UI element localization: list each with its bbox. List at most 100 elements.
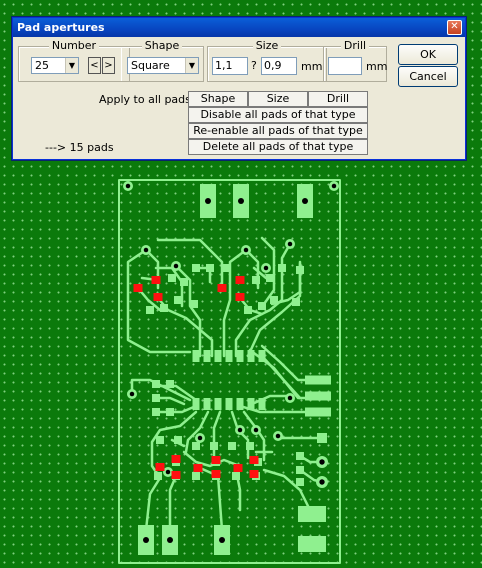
drill-hole	[263, 265, 269, 271]
selected-pad	[235, 276, 245, 284]
ic-pin	[225, 350, 233, 362]
edge-pad	[305, 375, 331, 385]
selected-pad	[249, 456, 259, 464]
apply-drill-button[interactable]: Drill	[308, 91, 368, 107]
selected-pad	[233, 464, 243, 472]
ic-pin	[236, 398, 244, 410]
previous-number-button[interactable]: <	[88, 57, 101, 74]
drill-hole	[129, 391, 135, 397]
drill-input[interactable]	[328, 57, 362, 75]
smd-pad	[266, 274, 274, 282]
size-height-input[interactable]: 0,9	[261, 57, 297, 75]
close-icon[interactable]: ✕	[447, 20, 462, 35]
disable-all-pads-button[interactable]: Disable all pads of that type	[188, 107, 368, 123]
selected-pad	[249, 470, 259, 478]
ic-pin	[225, 398, 233, 410]
smd-pad	[168, 274, 176, 282]
drill-hole	[287, 395, 293, 401]
smd-pad	[166, 408, 174, 416]
drill-label: Drill	[340, 39, 370, 52]
size-label: Size	[252, 39, 282, 52]
smd-pad	[244, 306, 252, 314]
drill-hole	[173, 263, 179, 269]
pad-count: ---> 15 pads	[45, 141, 114, 154]
selected-pad	[235, 293, 245, 301]
drill-hole	[125, 183, 131, 189]
pad-apertures-dialog: Pad apertures ✕ Number 25 ▼ < > Shape Sq…	[12, 17, 466, 160]
next-number-button[interactable]: >	[102, 57, 115, 74]
smd-pad	[296, 266, 304, 274]
pad-layer	[123, 181, 339, 555]
board-outline	[118, 179, 341, 564]
smd-pad	[206, 264, 214, 272]
ic-pin	[203, 350, 211, 362]
apply-label: Apply to all pads :	[99, 93, 199, 106]
smd-pad	[278, 264, 286, 272]
smd-pad	[292, 298, 300, 306]
smd-pad	[192, 442, 200, 450]
drill-hole	[331, 183, 337, 189]
selected-pad	[171, 471, 181, 479]
smd-pad	[252, 276, 260, 284]
chevron-down-icon[interactable]: ▼	[65, 58, 78, 73]
ic-pin	[203, 398, 211, 410]
drill-hole	[275, 433, 281, 439]
copper-tracks	[118, 179, 341, 564]
smd-pad	[258, 302, 266, 310]
smd-pad	[232, 472, 240, 480]
reenable-all-pads-button[interactable]: Re-enable all pads of that type	[188, 123, 368, 139]
drill-hole	[143, 247, 149, 253]
selected-pad	[133, 284, 143, 292]
smd-pad	[152, 394, 160, 402]
apply-shape-button[interactable]: Shape	[188, 91, 248, 107]
selected-pad	[151, 276, 161, 284]
shape-value: Square	[131, 59, 170, 72]
smd-pad	[192, 472, 200, 480]
drill-hole	[319, 459, 325, 465]
ic-pin	[247, 398, 255, 410]
chevron-down-icon[interactable]: ▼	[185, 58, 198, 73]
drill-hole	[238, 198, 244, 204]
size-group: Size	[207, 39, 327, 82]
drill-hole	[253, 427, 259, 433]
drill-unit: mm	[366, 60, 388, 73]
drill-hole	[319, 479, 325, 485]
drill-hole	[143, 537, 149, 543]
edge-pad	[298, 536, 326, 552]
cancel-button[interactable]: Cancel	[398, 66, 458, 87]
apply-size-button[interactable]: Size	[248, 91, 308, 107]
dialog-titlebar[interactable]: Pad apertures	[13, 18, 465, 37]
dialog-title: Pad apertures	[17, 21, 105, 34]
edge-pad	[305, 407, 331, 417]
ic-pin	[192, 398, 200, 410]
smd-pad	[152, 408, 160, 416]
ic-pin	[247, 350, 255, 362]
selected-pad	[211, 470, 221, 478]
number-value: 25	[35, 59, 49, 72]
ok-button[interactable]: OK	[398, 44, 458, 65]
delete-all-pads-button[interactable]: Delete all pads of that type	[188, 139, 368, 155]
smd-pad	[192, 264, 200, 272]
smd-pad	[317, 433, 327, 443]
selected-pad	[155, 463, 165, 471]
ic-pin	[214, 350, 222, 362]
smd-pad	[154, 472, 162, 480]
shape-group: Shape	[121, 39, 204, 82]
smd-pad	[152, 380, 160, 388]
shape-select[interactable]: Square ▼	[127, 57, 199, 74]
drill-hole	[197, 435, 203, 441]
number-select[interactable]: 25 ▼	[31, 57, 79, 74]
size-separator: ?	[251, 59, 257, 72]
selected-pad	[193, 464, 203, 472]
smd-pad	[210, 442, 218, 450]
size-width-input[interactable]: 1,1	[212, 57, 248, 75]
smd-pad	[222, 264, 230, 272]
drill-hole	[165, 469, 171, 475]
smd-pad	[296, 478, 304, 486]
selected-pad	[217, 284, 227, 292]
smd-pad	[270, 296, 278, 304]
drill-hole	[302, 198, 308, 204]
smd-pad	[228, 442, 236, 450]
shape-label: Shape	[141, 39, 183, 52]
